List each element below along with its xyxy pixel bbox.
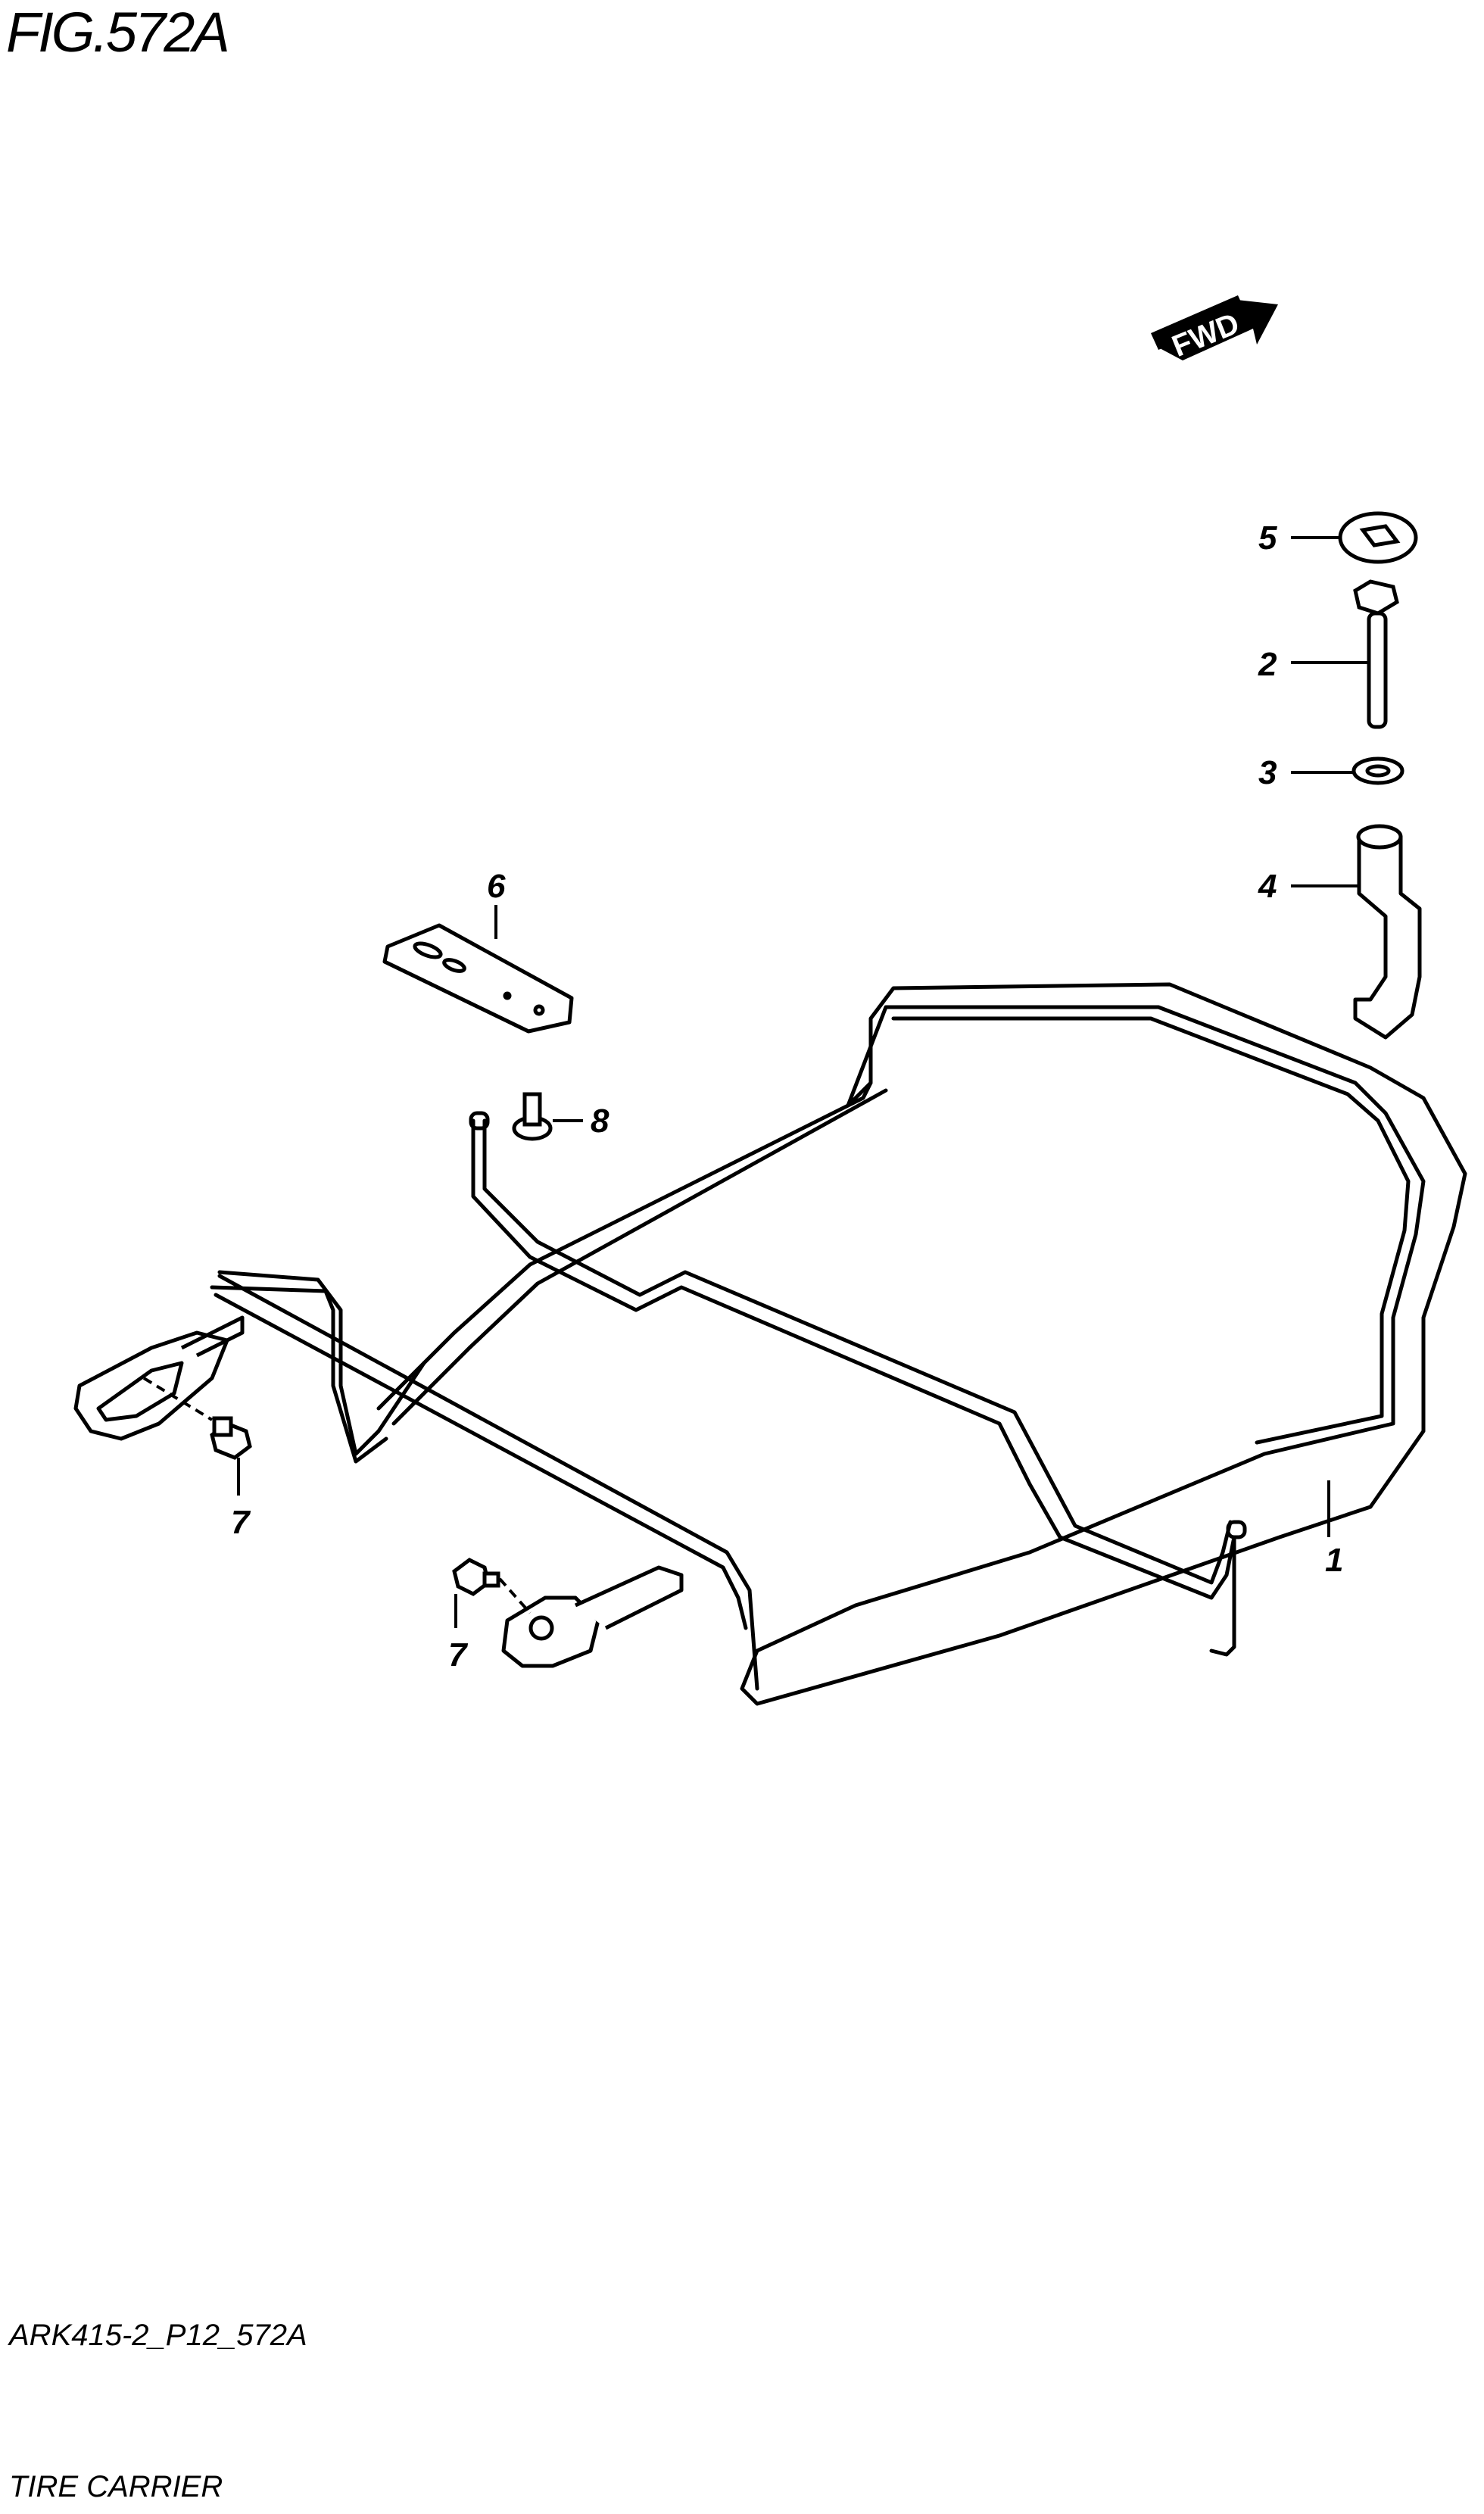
callout-2: 2 <box>1258 646 1277 683</box>
forward-arrow-icon: FWD <box>1151 295 1278 363</box>
figure-name: TIRE CARRIER <box>9 2470 223 2503</box>
mounting-plate <box>382 923 574 1034</box>
flange-bolt <box>512 1092 553 1141</box>
figure-title: FIG.572A <box>6 1 230 64</box>
tire-carrier-frame <box>210 982 1467 1706</box>
callout-6: 6 <box>487 868 506 905</box>
callout-1: 1 <box>1325 1542 1343 1579</box>
callout-4: 4 <box>1258 868 1277 905</box>
long-bolt <box>1353 579 1399 729</box>
leader-lines <box>142 536 1369 1628</box>
callout-7-left: 7 <box>231 1504 251 1541</box>
rubber-cap <box>1338 511 1418 564</box>
callout-5: 5 <box>1258 519 1277 557</box>
figure-code: ARK415-2_P12_572A <box>9 2319 307 2352</box>
left-mount-bracket <box>73 1315 245 1441</box>
hex-bolt-right <box>452 1558 500 1596</box>
hex-bolt-left <box>210 1416 252 1460</box>
callout-8: 8 <box>591 1103 610 1140</box>
callout-7-right: 7 <box>448 1636 469 1673</box>
bent-pipe <box>1353 824 1422 1040</box>
washer <box>1352 756 1404 785</box>
callout-3: 3 <box>1258 754 1277 791</box>
right-mount-bracket <box>501 1565 684 1668</box>
